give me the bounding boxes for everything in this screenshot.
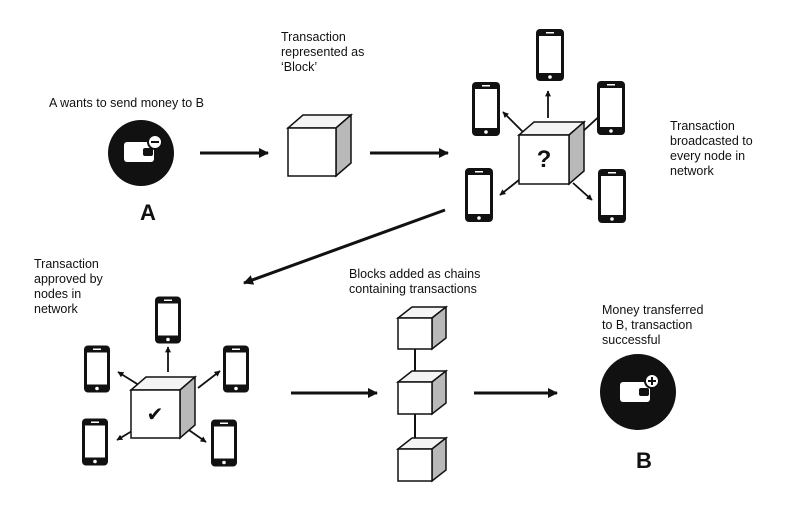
smartphone-icon [211,419,237,467]
smartphone-icon [598,169,626,223]
unknown-mark: ? [537,146,552,173]
sender-caption: A wants to send money to B [49,96,204,110]
check-icon: ✔ [147,402,164,426]
wallet-plus-icon [600,354,676,430]
block-caption: Transaction represented as ‘Block’ [281,30,365,74]
broadcast-block-cube: ? [516,120,587,186]
smartphone-icon [223,345,249,393]
chain-block-cube [395,369,449,416]
smartphone-icon [472,82,500,136]
chain-block-cube [395,305,449,351]
smartphone-icon [465,168,493,222]
smartphone-icon [82,418,108,466]
transferred-caption: Money transferred to B, transaction succ… [602,303,704,347]
approved-block-cube: ✔ [128,375,198,440]
wallet-minus-icon [108,120,174,186]
smartphone-icon [84,345,110,393]
smartphone-icon [536,29,564,81]
receiver-letter: B [636,448,652,473]
arrow-broadcast-to-approved [243,208,446,285]
chains-caption: Blocks added as chains containing transa… [349,267,481,296]
chain-block-cube [395,436,449,483]
smartphone-icon [155,296,181,344]
sender-letter: A [140,200,156,225]
transaction-block-cube [285,113,354,178]
broadcast-caption: Transaction broadcasted to every node in… [670,119,753,178]
approved-caption: Transaction approved by nodes in network [34,257,103,316]
smartphone-icon [597,81,625,135]
